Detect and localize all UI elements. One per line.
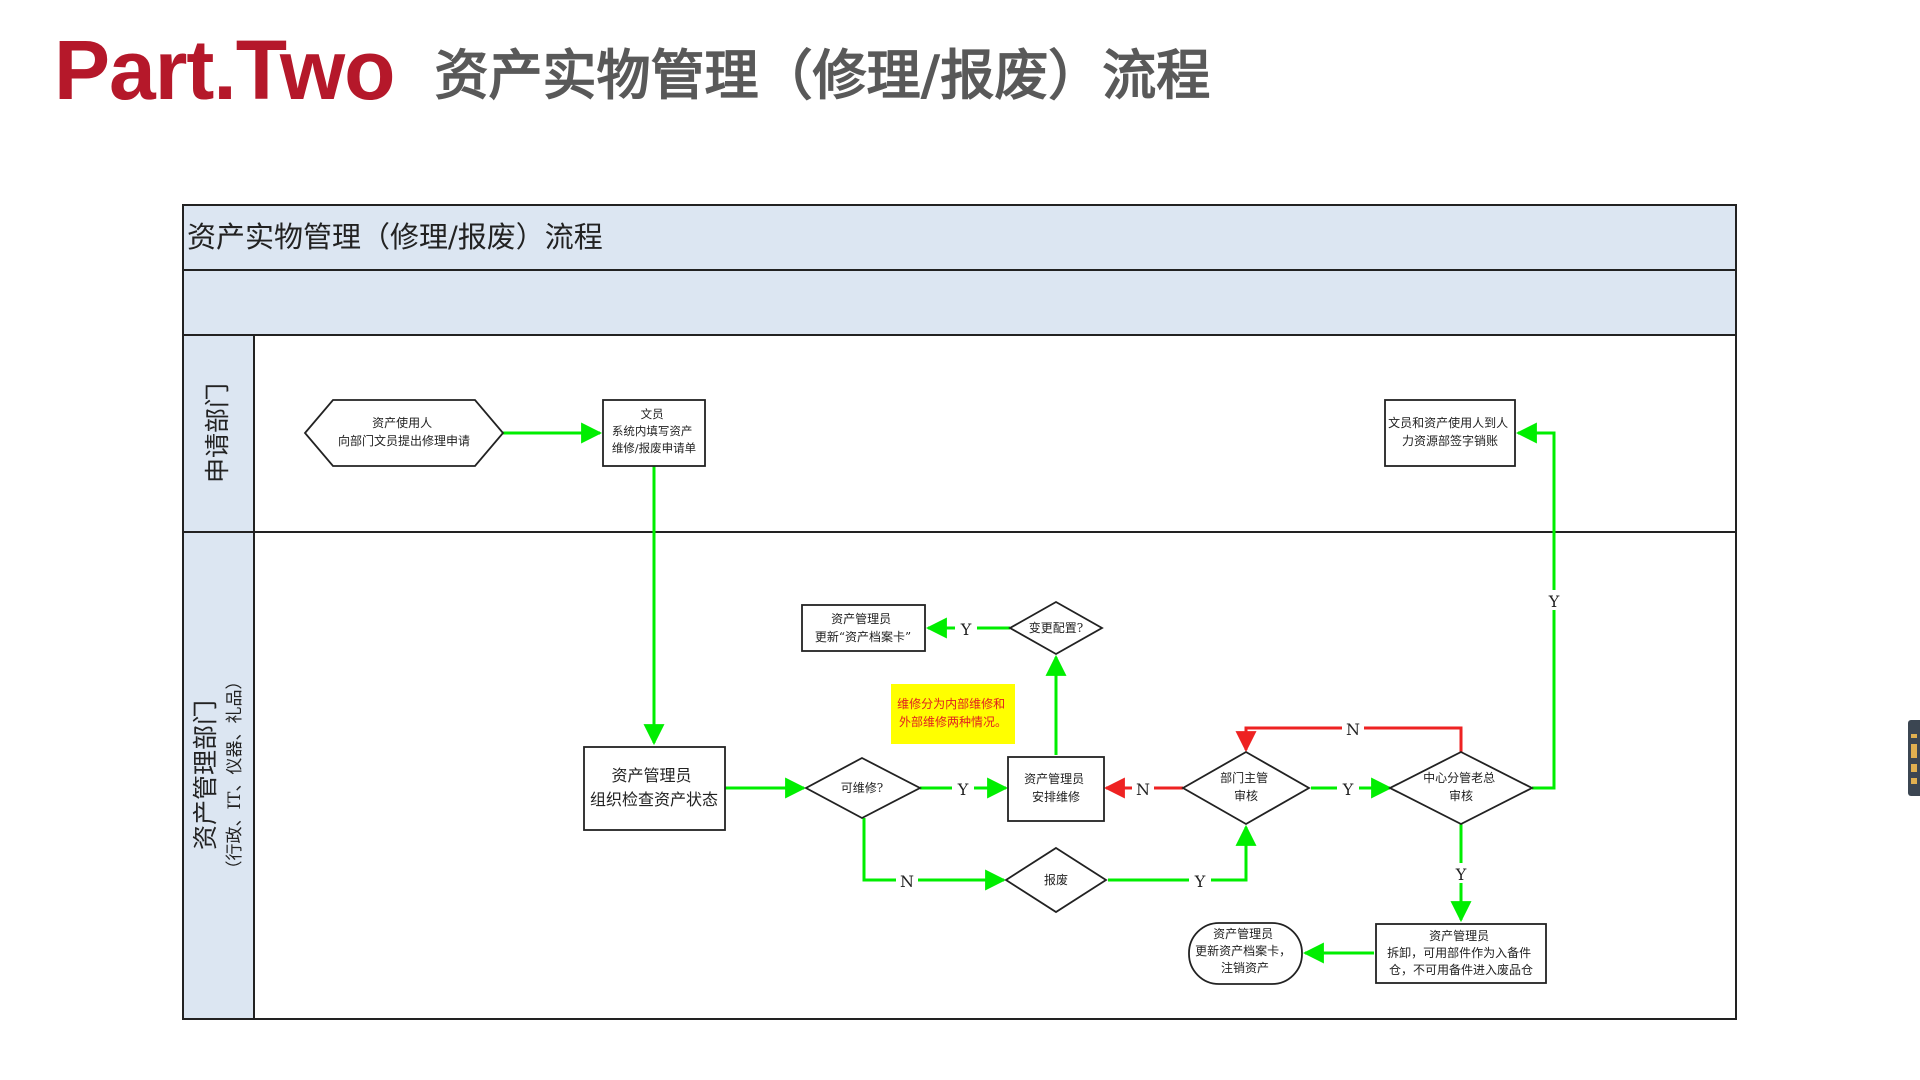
edge-label-y-n10-n3: Y — [1543, 590, 1565, 611]
diagram-frame — [182, 204, 1737, 1020]
lane-label-asset: 资产管理部门 — [191, 700, 220, 850]
svg-text:Y: Y — [1548, 592, 1560, 611]
edge-label-y-n10-n12: Y — [1450, 863, 1472, 884]
node-n10: 中心分管老总 审核 — [1388, 750, 1534, 826]
edge-label-n-n9-n6: N — [1132, 778, 1154, 799]
edge-label-y-n7-n8: Y — [955, 618, 977, 639]
side-panel-tab[interactable] — [1908, 720, 1920, 796]
slide-header: Part.Two 资产实物管理（修理/报废）流程 — [54, 20, 1210, 120]
node-n5: 可维修? — [804, 756, 922, 820]
node-n11: 报废 — [1004, 846, 1108, 914]
svg-text:Y: Y — [1455, 865, 1467, 884]
svg-text:资产使用人 向部门文员提出修理申请: 资产使用人 向部门文员提出修理申请 — [338, 415, 470, 448]
lane-header-asset — [182, 531, 255, 1020]
node-n3: 文员和资产使用人到人 力资源部签字销账 — [1384, 399, 1516, 467]
svg-text:Y: Y — [960, 620, 972, 639]
svg-text:Y: Y — [957, 780, 969, 799]
svg-text:部门主管 审核: 部门主管 审核 — [1220, 770, 1272, 803]
note-repair-types: 维修分为内部维修和 外部维修两种情况。 — [891, 684, 1015, 744]
node-n13: 资产管理员 更新资产档案卡， 注销资产 — [1188, 922, 1303, 985]
edge-label-y-n9-n10: Y — [1337, 778, 1359, 799]
lane-label-asset-sub: （行政、IT、仪器、礼品） — [225, 672, 245, 877]
edge-label-n-n5-n11: N — [896, 870, 918, 891]
svg-text:Y: Y — [1342, 780, 1354, 799]
svg-text:N: N — [900, 872, 914, 891]
svg-text:变更配置?: 变更配置? — [1029, 620, 1083, 635]
node-n2: 文员 系统内填写资产 维修/报废申请单 — [602, 399, 706, 467]
svg-text:N: N — [1346, 720, 1360, 739]
svg-text:文员和资产使用人到人 力资源部签字销账: 文员和资产使用人到人 力资源部签字销账 — [1388, 415, 1512, 448]
diagram-title: 资产实物管理（修理/报废）流程 — [187, 220, 603, 254]
svg-text:资产管理员 更新资产档案卡， 注销资: 资产管理员 更新资产档案卡， 注销资产 — [1195, 926, 1295, 975]
node-n12: 资产管理员 拆卸，可用部件作为入备件 仓，不可用备件进入废品仓 — [1375, 923, 1547, 984]
svg-text:资产管理员 拆卸，可用部件作为入备件: 资产管理员 拆卸，可用部件作为入备件 仓，不可用备件进入废品仓 — [1387, 928, 1535, 977]
node-n9: 部门主管 审核 — [1181, 750, 1311, 826]
svg-text:Y: Y — [1194, 872, 1206, 891]
lane-label-apply: 申请部门 — [203, 383, 232, 483]
edge-n5-n11 — [862, 818, 1007, 891]
diagram-sub-band — [182, 269, 1737, 336]
svg-text:可维修?: 可维修? — [841, 780, 883, 795]
svg-text:报废: 报废 — [1044, 872, 1068, 887]
svg-text:文员 系统内填写资产 维修/报废申请: 文员 系统内填写资产 维修/报废申请单 — [612, 407, 696, 455]
edge-label-n-n10-n9: N — [1342, 718, 1364, 739]
svg-text:资产管理员 安排维修: 资产管理员 安排维修 — [1024, 771, 1088, 804]
diagram-title-band — [182, 204, 1737, 271]
node-n6: 资产管理员 安排维修 — [1007, 756, 1105, 822]
svg-text:N: N — [1136, 780, 1150, 799]
svg-text:维修分为内部维修和 外部维修两种情况。: 维修分为内部维修和 外部维修两种情况。 — [897, 696, 1009, 729]
edge-label-y-n5-n6: Y — [952, 778, 974, 799]
svg-text:资产管理员 更新“资产档案卡”: 资产管理员 更新“资产档案卡” — [815, 611, 911, 644]
edge-n11-n9 — [1108, 824, 1257, 882]
node-n7: 变更配置? — [1008, 600, 1104, 656]
node-n1: 资产使用人 向部门文员提出修理申请 — [303, 399, 505, 467]
edge-n10-n3 — [1515, 422, 1556, 790]
svg-text:资产管理员 组织检查资产状态: 资产管理员 组织检查资产状态 — [590, 766, 718, 809]
slide-title: 资产实物管理（修理/报废）流程 — [434, 43, 1211, 107]
node-n4: 资产管理员 组织检查资产状态 — [583, 746, 726, 831]
svg-text:中心分管老总 审核: 中心分管老总 审核 — [1423, 770, 1499, 803]
node-n8: 资产管理员 更新“资产档案卡” — [801, 604, 926, 652]
edge-label-y-n11-n9: Y — [1189, 870, 1211, 891]
part-label: Part.Two — [54, 22, 395, 117]
